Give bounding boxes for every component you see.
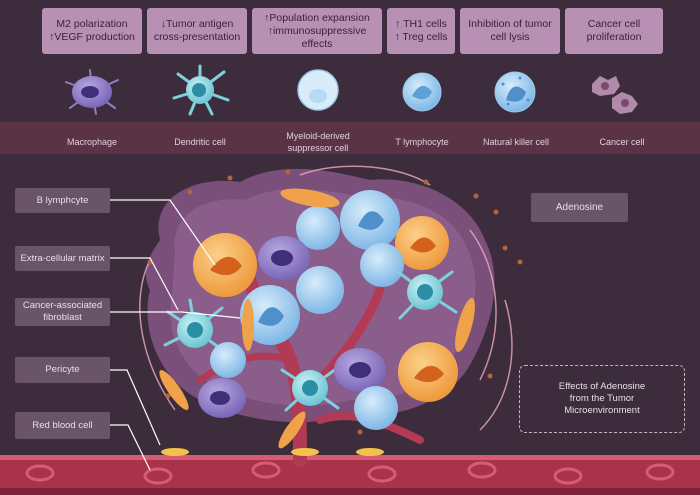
macrophage-icon: [65, 69, 119, 115]
effect-text: M2 polarization ↑VEGF production: [49, 18, 135, 43]
effect-box-nk: Inhibition of tumor cell lysis: [460, 8, 560, 54]
dendritic-cell-icon: [172, 64, 230, 116]
effect-text: Inhibition of tumor cell lysis: [468, 18, 552, 43]
effect-box-macrophage: M2 polarization ↑VEGF production: [42, 8, 142, 54]
diagram-caption: Effects of Adenosine from the Tumor Micr…: [519, 365, 685, 433]
cell-label-nk: Natural killer cell: [482, 137, 550, 147]
adenosine-label: Adenosine: [531, 193, 628, 222]
effect-text: ↓Tumor antigen cross-presentation: [153, 18, 241, 43]
side-label-b-lymphocyte: B lymphcyte: [15, 188, 110, 213]
effect-box-mdsc: ↑Population expansion ↑immunosuppressive…: [252, 8, 382, 54]
cell-label-t-lymphocyte: T lymphocyte: [395, 137, 449, 147]
effect-box-dendritic: ↓Tumor antigen cross-presentation: [147, 8, 247, 54]
cancer-cell-icon: [592, 76, 638, 114]
cell-label-mdsc: Myeloid-derived suppressor cell: [286, 131, 350, 153]
effect-box-t-lymphocyte: ↑ TH1 cells ↑ Treg cells: [387, 8, 455, 54]
mdsc-icon: [297, 69, 339, 111]
side-label-ecm: Extra-cellular matrix: [15, 246, 110, 271]
side-label-rbc: Red blood cell: [15, 412, 110, 439]
t-lymphocyte-icon: [402, 72, 442, 112]
effect-text: ↑Population expansion ↑immunosuppressive…: [264, 11, 370, 50]
cell-band: [0, 122, 700, 154]
nk-cell-icon: [494, 71, 536, 113]
tumor-cells: [159, 188, 475, 456]
side-label-fibroblast: Cancer-associated fibroblast: [15, 298, 110, 326]
effect-text: ↑ TH1 cells ↑ Treg cells: [394, 18, 448, 43]
side-label-pericyte: Pericyte: [15, 357, 110, 383]
effect-box-cancer: Cancer cell proliferation: [565, 8, 663, 54]
red-blood-cells: [25, 461, 675, 485]
effect-text: Cancer cell proliferation: [586, 18, 642, 43]
cell-label-macrophage: Macrophage: [66, 137, 118, 147]
leader-lines: [110, 199, 241, 471]
cell-label-cancer: Cancer cell: [599, 137, 645, 147]
cell-label-dendritic: Dendritic cell: [174, 137, 226, 147]
